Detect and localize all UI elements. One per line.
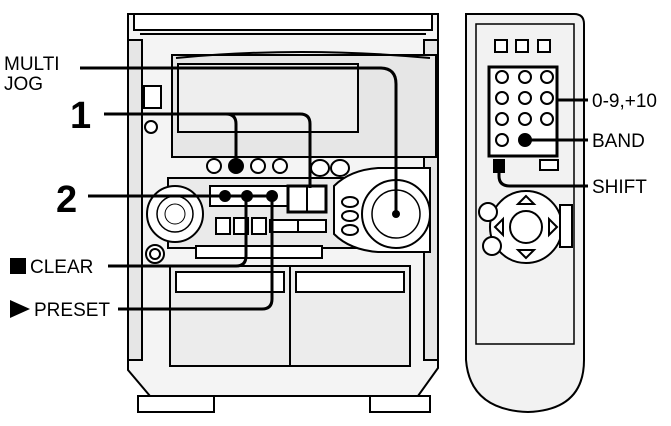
shift-label: SHIFT [592,177,647,198]
preset-label: PRESET [34,300,110,321]
multi-jog-leader [80,66,398,214]
multi-jog-label-line1: MULTI [4,54,60,75]
stereo-main-unit [127,13,439,413]
step1-leader-branch [226,112,312,188]
callout-lines [80,66,588,311]
clear-label: CLEAR [30,257,93,278]
stop-square-icon [10,258,26,274]
preset-leader [118,196,274,311]
remote-control [465,13,585,414]
clear-leader [108,196,248,268]
step1-number: 1 [70,95,91,137]
band-label: BAND [592,131,645,152]
digits-label: 0-9,+10 [592,91,657,112]
shift-leader [497,166,588,188]
step2-number: 2 [56,179,77,221]
multi-jog-label-line2: JOG [4,74,43,95]
play-triangle-icon [10,300,30,318]
